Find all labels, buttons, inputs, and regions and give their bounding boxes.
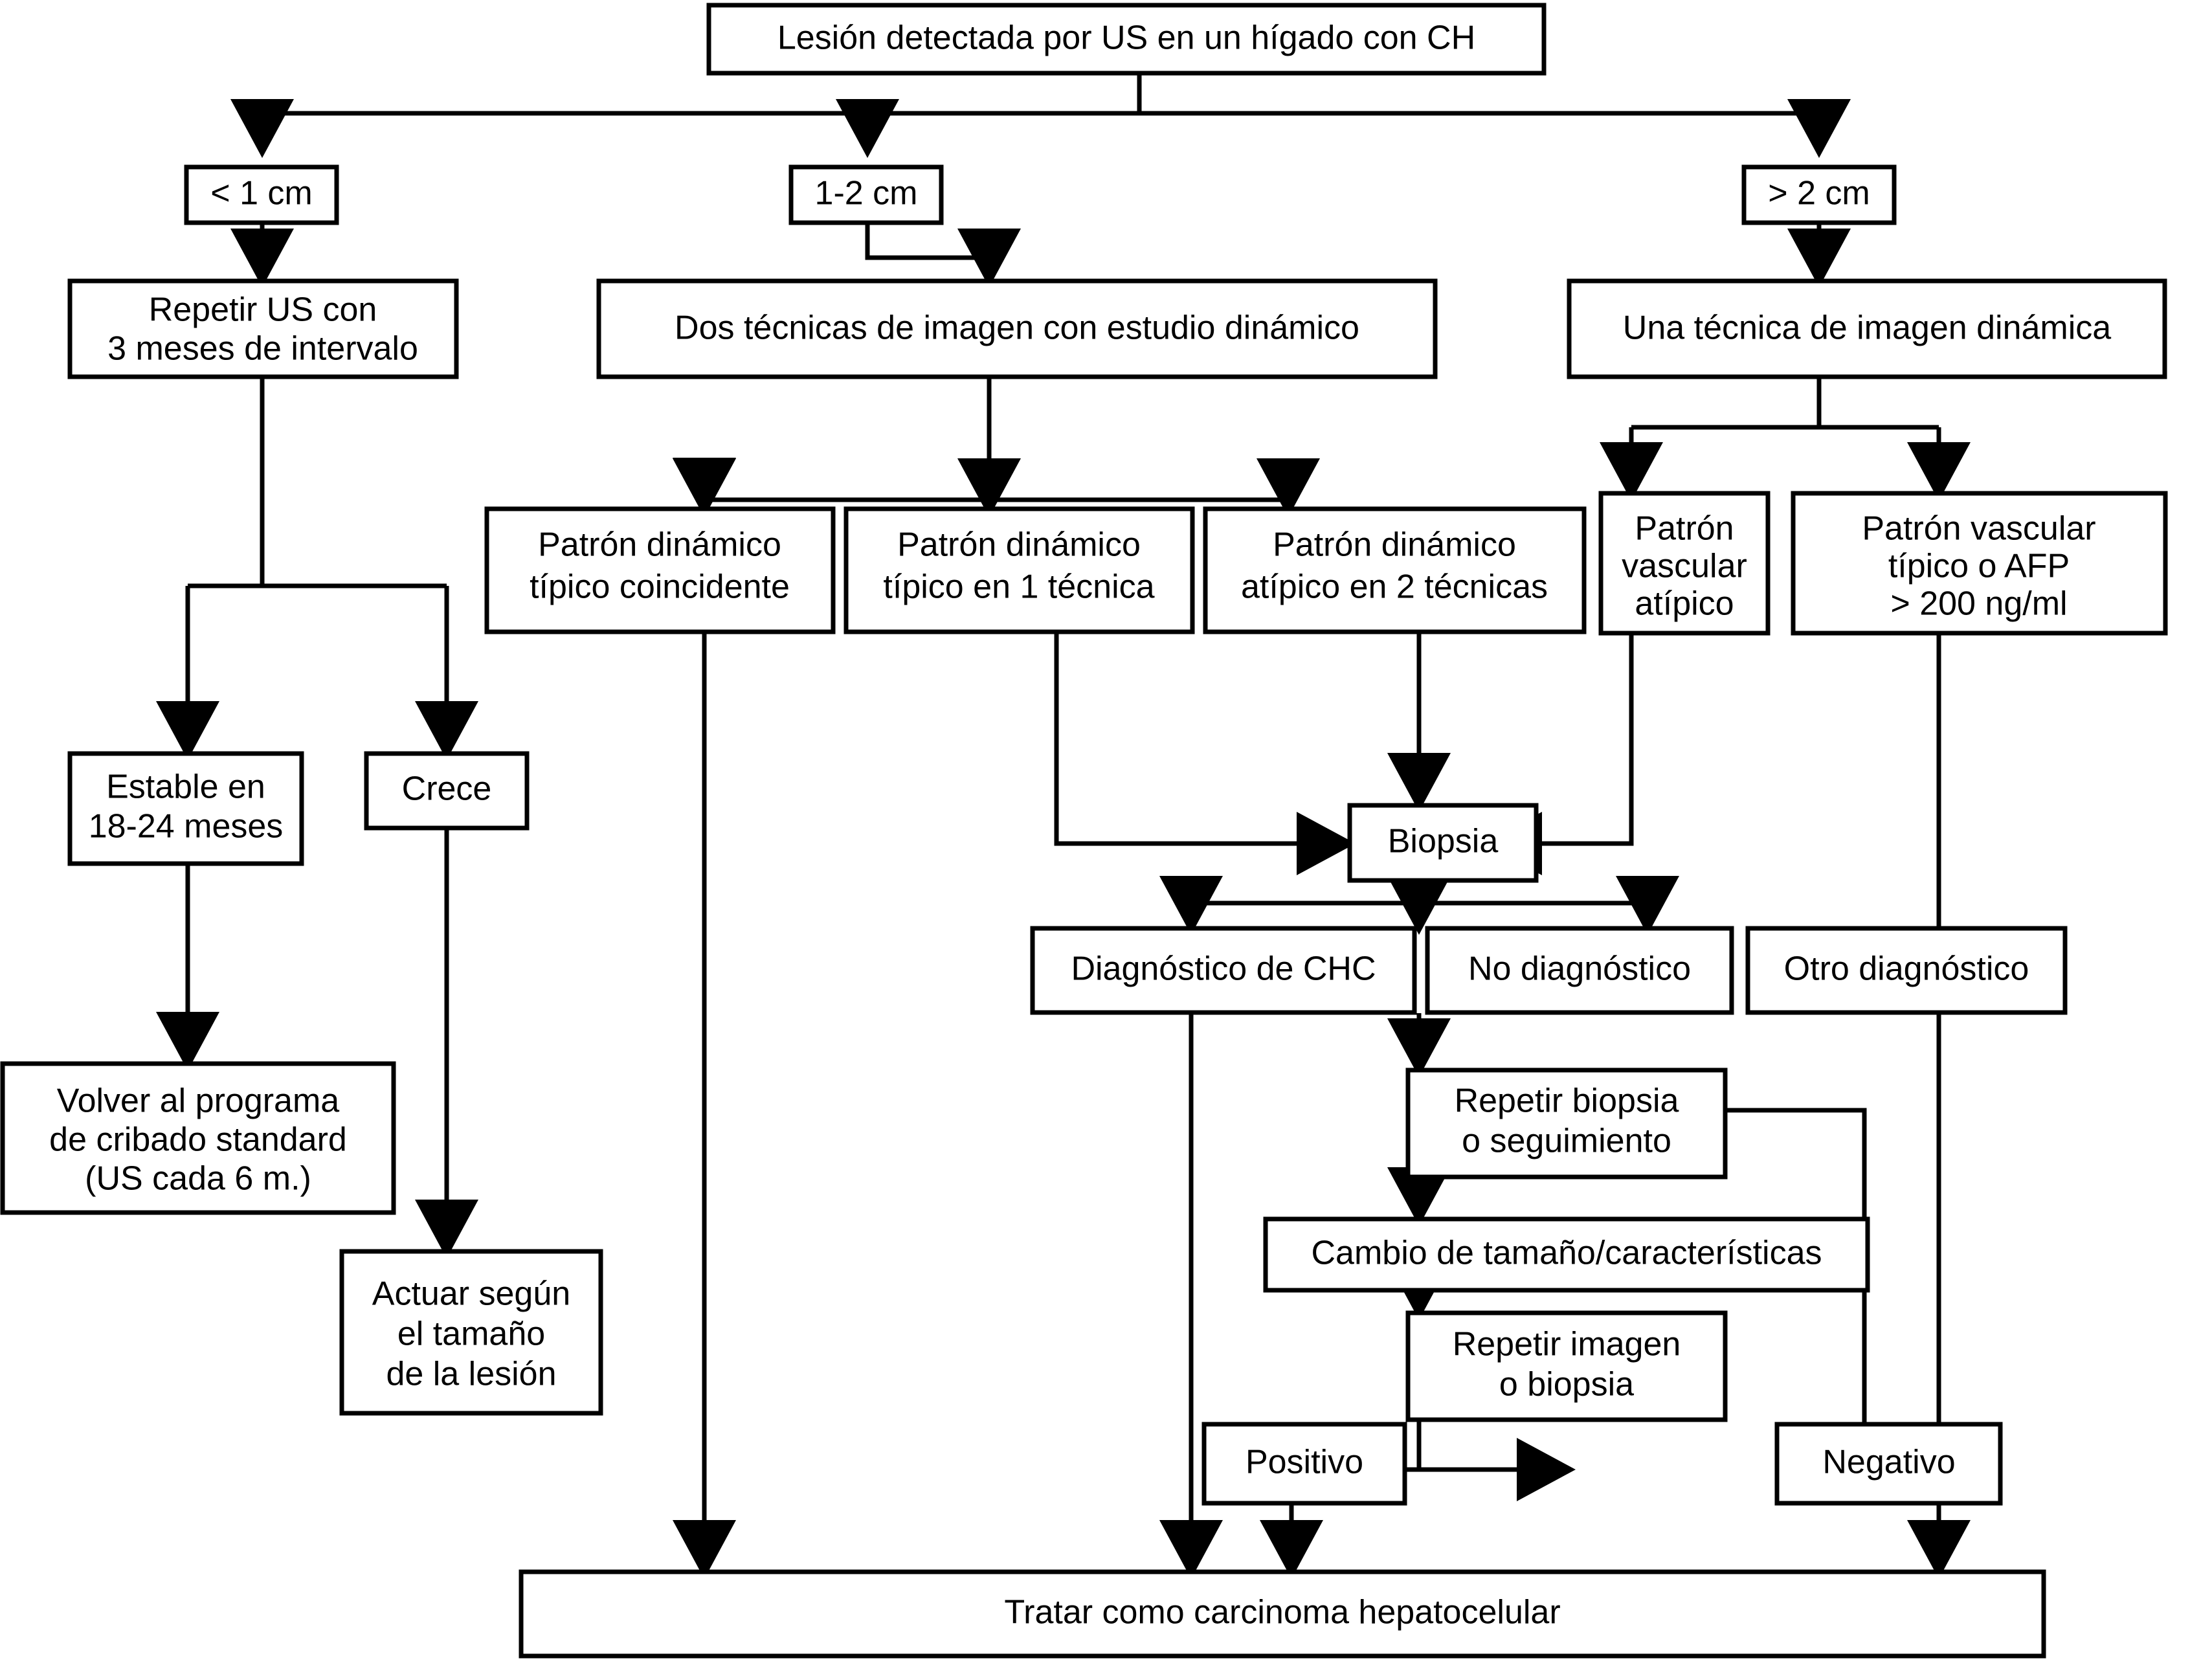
node-back-to-program-line3: (US cada 6 m.) [85,1160,311,1198]
node-size-1-2-label: 1-2 cm [815,175,918,212]
node-pat-typ-coin-line2: típico coincidente [530,568,790,606]
node-other-dx-label: Otro diagnóstico [1784,950,2029,988]
node-repeat-image-line2: o biopsia [1499,1366,1634,1404]
node-back-to-program-line1: Volver al programa [57,1082,340,1120]
node-stable-line1: Estable en [106,768,265,806]
node-no-dx-label: No diagnóstico [1468,950,1691,988]
node-size-change[interactable] [1263,1216,1870,1293]
node-size-gt2[interactable] [1741,164,1897,225]
node-pat-vasc-typ-afp[interactable] [1791,491,2168,636]
node-grows-label: Crece [402,770,492,808]
node-treat-label: Tratar como carcinoma hepatocelular [1004,1594,1560,1631]
node-repeat-biopsy[interactable] [1405,1068,1728,1180]
node-pat-typ-coin[interactable] [484,506,836,634]
edge-1tec-to-biopsy [1054,631,1356,875]
node-pat-typ-1tec-line2: típico en 1 técnica [883,568,1154,606]
node-size-change-label: Cambio de tamaño/características [1311,1235,1822,1272]
node-act-by-size[interactable] [339,1249,603,1416]
node-repeat-us-line2: 3 meses de intervalo [107,330,418,368]
node-size-gt2-label: > 2 cm [1768,175,1870,212]
node-negative-label: Negativo [1822,1444,1955,1481]
node-pat-vasc-typ-afp-line1: Patrón vascular [1862,510,2095,548]
node-one-tech-label: Una técnica de imagen dinámica [1623,309,2112,347]
node-pat-vasc-atyp[interactable] [1598,491,1771,636]
node-act-by-size-line2: el tamaño [397,1315,545,1353]
node-repeat-us[interactable] [67,278,459,379]
node-pat-atyp-2tec-line1: Patrón dinámico [1273,526,1516,564]
node-biopsy[interactable] [1347,803,1539,883]
node-pat-vasc-typ-afp-line3: > 200 ng/ml [1890,585,2067,623]
node-positive[interactable] [1201,1422,1407,1506]
node-no-dx[interactable] [1425,926,1734,1015]
node-pat-atyp-2tec-line2: atípico en 2 técnicas [1241,568,1548,606]
node-grows[interactable] [364,751,530,831]
node-pat-vasc-atyp-line2: vascular [1622,548,1747,585]
node-pat-atyp-2tec[interactable] [1203,506,1587,634]
node-treat[interactable] [519,1569,2046,1659]
node-biopsy-label: Biopsia [1388,823,1499,860]
node-repeat-biopsy-line1: Repetir biopsia [1455,1082,1679,1120]
edge-1-2-to-two-tech [865,220,1021,287]
node-act-by-size-line3: de la lesión [386,1356,556,1393]
node-pat-vasc-atyp-line3: atípico [1635,585,1734,623]
node-dx-chc-label: Diagnóstico de CHC [1071,950,1376,988]
node-back-to-program[interactable] [0,1061,396,1215]
node-pat-typ-coin-line1: Patrón dinámico [538,526,781,564]
node-stable[interactable] [67,751,304,866]
node-repeat-image-line1: Repetir imagen [1453,1326,1681,1363]
node-pat-vasc-typ-afp-line2: típico o AFP [1888,548,2070,585]
node-act-by-size-line1: Actuar según [372,1275,570,1313]
node-back-to-program-line2: de cribado standard [49,1121,347,1159]
node-pat-vasc-atyp-line1: Patrón [1635,510,1734,548]
node-repeat-biopsy-line2: o seguimiento [1462,1123,1671,1160]
node-size-1-2[interactable] [788,164,944,225]
node-two-tech[interactable] [596,278,1438,379]
node-repeat-image[interactable] [1405,1310,1728,1422]
node-root-label: Lesión detectada por US en un hígado con… [777,19,1475,57]
node-stable-line2: 18-24 meses [89,808,284,845]
node-positive-label: Positivo [1246,1444,1363,1481]
node-repeat-us-line1: Repetir US con [149,291,377,329]
node-other-dx[interactable] [1745,926,2068,1015]
node-pat-typ-1tec[interactable] [843,506,1195,634]
node-negative[interactable] [1774,1422,2003,1506]
node-one-tech[interactable] [1567,278,2167,379]
edge-vascatyp-to-biopsy [1483,633,1634,875]
node-size-lt1[interactable] [184,164,339,225]
node-size-lt1-label: < 1 cm [210,175,313,212]
node-pat-typ-1tec-line1: Patrón dinámico [897,526,1141,564]
node-two-tech-label: Dos técnicas de imagen con estudio dinám… [675,309,1359,347]
node-root[interactable] [706,3,1547,76]
node-dx-chc[interactable] [1030,926,1417,1015]
